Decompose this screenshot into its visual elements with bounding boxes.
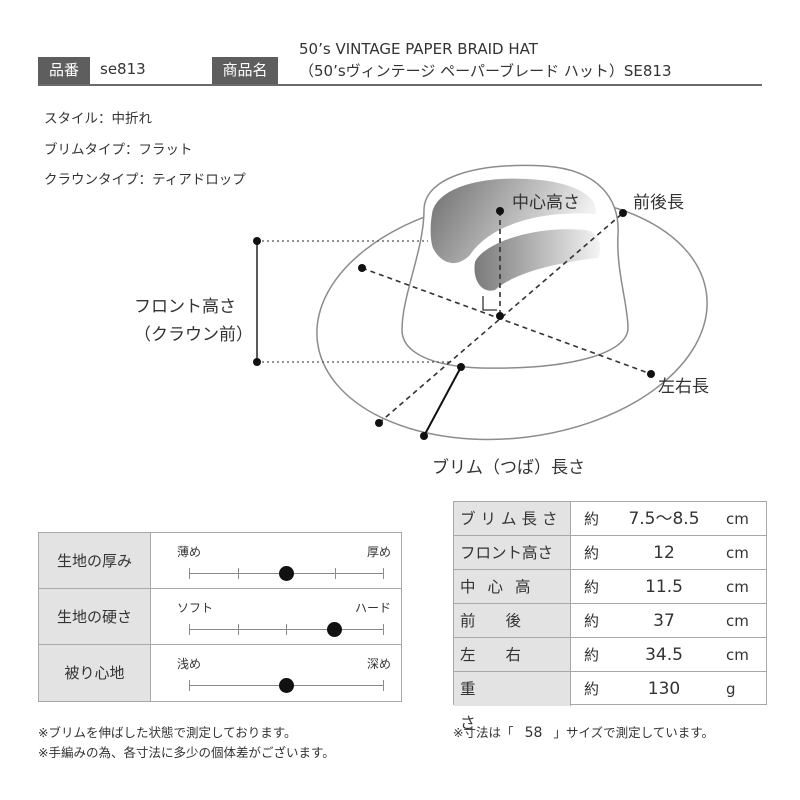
scale-min-label: ソフト (177, 601, 214, 615)
size-unit: cm (726, 646, 749, 664)
size-unit: cm (726, 612, 749, 630)
label-brim-length: ブリム（つば）長さ (432, 458, 585, 478)
feel-label: 生地の厚み (39, 533, 151, 588)
approx-mark: 約 (584, 646, 600, 664)
label-center-height: 中心高さ (512, 193, 580, 213)
scale-tick (189, 568, 190, 579)
spec-brim-type: ブリムタイプ：フラット (44, 142, 193, 158)
product-name-en: 50’s VINTAGE PAPER BRAID HAT (299, 40, 538, 58)
label-left-right: 左右長 (658, 377, 709, 397)
size-value: 12 (653, 543, 675, 563)
size-value: 7.5～8.5 (628, 509, 700, 529)
scale-marker (327, 622, 342, 637)
scale-tick (189, 680, 190, 691)
size-row-front-height: フロント高さ 約 12 cm (454, 536, 766, 570)
size-table: ブリム長さ 約 7.5～8.5 cm フロント高さ 約 12 cm 中心高さ 約… (453, 501, 767, 732)
size-value: 37 (653, 611, 675, 631)
feel-row-hardness: 生地の硬さ ソフト ハード (39, 589, 401, 645)
size-unit: cm (726, 544, 749, 562)
feel-row-thickness: 生地の厚み 薄め 厚め (39, 533, 401, 589)
crown-dent-upper (430, 178, 596, 264)
approx-mark: 約 (584, 612, 600, 630)
spec-crown-type: クラウンタイプ：ティアドロップ (44, 172, 246, 188)
scale-max-label: 深め (366, 657, 391, 671)
note-size-prefix: ※寸法は「 (453, 725, 514, 740)
scale-max-label: ハード (354, 601, 391, 615)
size-unit: cm (726, 578, 749, 596)
size-unit: cm (726, 510, 749, 528)
size-row-center-height: 中心高さ 約 11.5 cm (454, 570, 766, 630)
scale-tick (189, 624, 190, 635)
scale-tick (334, 568, 336, 579)
note-size-suffix: 」サイズで測定しています。 (553, 725, 714, 740)
product-name-jp: （50’sヴィンテージ ペーパーブレード ハット）SE813 (299, 62, 672, 80)
label-front-height-crown: （クラウン前） (134, 325, 253, 345)
note-brim-measure: ※ブリムを伸ばした状態で測定しております。 (38, 725, 297, 740)
scale-min-label: 浅め (177, 657, 202, 671)
scale-marker (278, 678, 294, 693)
scale-tick (383, 568, 384, 579)
size-row-front-back: 前後長 約 37 cm (454, 604, 766, 664)
scale-min-label: 薄め (177, 545, 202, 559)
fabric-feel-table: 生地の厚み 薄め 厚め 生地の硬さ ソフト ハード 被り心地 浅め 深め (38, 532, 402, 702)
size-label: ブリム長さ (454, 502, 571, 535)
note-measured-size: ※寸法は「 58 」サイズで測定しています。 (453, 722, 714, 741)
size-label: 前後長 (454, 604, 571, 664)
scale-max-label: 厚め (366, 545, 391, 559)
note-size-value: 58 (524, 725, 543, 741)
approx-mark: 約 (584, 680, 600, 698)
scale-tick (237, 624, 239, 635)
size-label: フロント高さ (454, 536, 571, 569)
size-unit: g (726, 680, 736, 698)
scale-tick (286, 624, 287, 635)
size-row-left-right: 左右長 約 34.5 cm (454, 638, 766, 698)
approx-mark: 約 (584, 544, 600, 562)
crown-dent-lower (474, 229, 601, 291)
size-label: 中心高さ (454, 570, 571, 630)
size-value: 11.5 (645, 577, 683, 597)
size-value: 130 (647, 679, 681, 699)
product-number: se813 (100, 60, 146, 78)
size-row-brim: ブリム長さ 約 7.5～8.5 cm (454, 502, 766, 536)
label-front-height: フロント高さ (134, 297, 236, 317)
scale-tick (383, 624, 384, 635)
spec-style: スタイル：中折れ (44, 111, 152, 127)
size-row-weight: 重さ 約 130 g (454, 672, 766, 732)
feel-label: 生地の硬さ (39, 589, 151, 644)
label-front-back: 前後長 (633, 193, 684, 213)
feel-row-fit-depth: 被り心地 浅め 深め (39, 645, 401, 701)
product-name-label: 商品名 (212, 57, 278, 84)
size-value: 34.5 (645, 645, 683, 665)
feel-label: 被り心地 (39, 645, 151, 701)
size-label: 重さ (454, 672, 571, 732)
scale-tick (237, 568, 239, 579)
approx-mark: 約 (584, 578, 600, 596)
scale-marker (278, 566, 294, 581)
note-individual-variation: ※手編みの為、各寸法に多少の個体差がございます。 (38, 745, 335, 760)
product-number-label: 品番 (38, 57, 90, 84)
approx-mark: 約 (584, 510, 600, 528)
product-header: 品番 se813 商品名 50’s VINTAGE PAPER BRAID HA… (38, 38, 762, 86)
size-label: 左右長 (454, 638, 571, 698)
scale-tick (383, 680, 384, 691)
